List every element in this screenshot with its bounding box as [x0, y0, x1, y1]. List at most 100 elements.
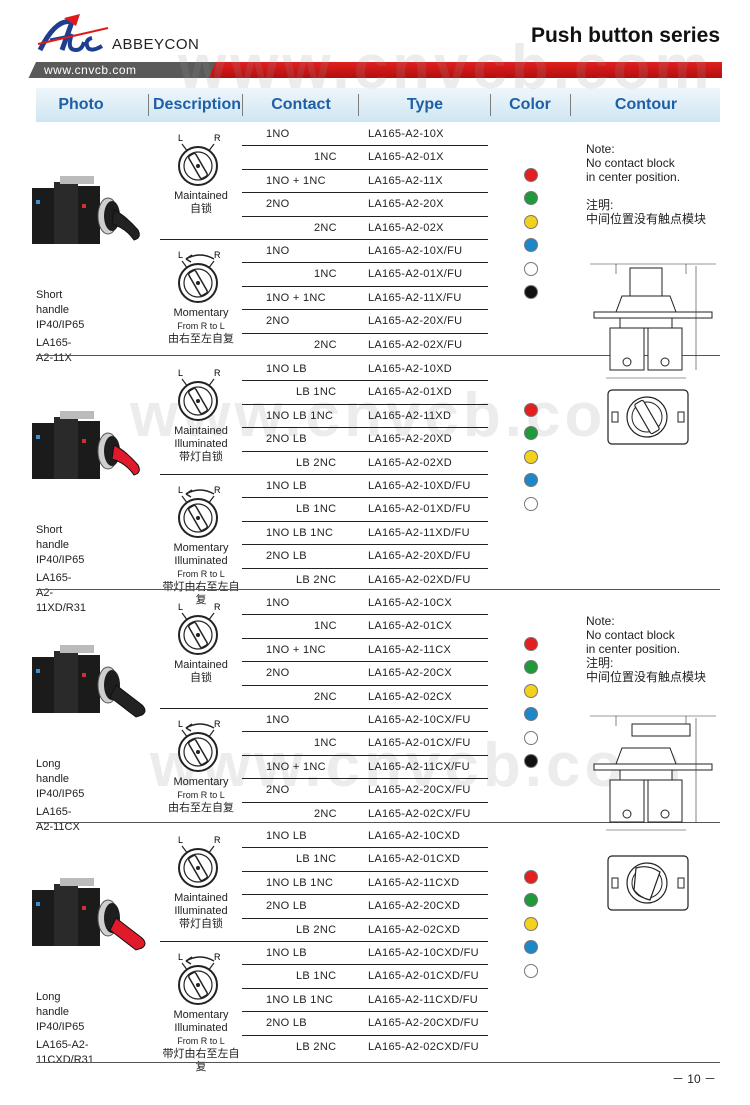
symbol-left-label: L [178, 133, 183, 143]
note-line: 中间位置没有触点模块 [586, 212, 707, 226]
contact-config: 2NO [266, 667, 290, 680]
description-line: 带灯自锁 [179, 918, 223, 930]
type-code: LA165-A2-20XD/FU [368, 550, 471, 563]
description-line: 带灯由右至左自复 [162, 581, 240, 606]
symbol-right-label: R [214, 602, 221, 612]
description-line: Illuminated [174, 905, 228, 917]
type-code: LA165-A2-02XD [368, 456, 453, 469]
type-code: LA165-A2-20X/FU [368, 315, 463, 328]
symbol-left-label: L [178, 250, 183, 260]
color-option-dot [524, 168, 538, 182]
color-option-dot [524, 754, 538, 768]
type-code: LA165-A2-01XD/FU [368, 503, 471, 516]
color-option-dot [524, 637, 538, 651]
table-bottom-line [36, 1062, 720, 1063]
caption-line: LA165-A2-11CX [36, 806, 80, 833]
contact-config: 1NO LB [266, 830, 307, 842]
color-option-dot [524, 916, 538, 931]
note-line: in center position. [586, 170, 681, 184]
contact-config: 1NC [314, 620, 337, 633]
type-code: LA165-A2-20X [368, 198, 444, 211]
type-code: LA165-A2-02XD/FU [368, 573, 471, 586]
description-line: 带灯自锁 [179, 451, 223, 463]
col-separator [490, 94, 491, 116]
contact-config: 1NO + 1NC [266, 174, 326, 187]
color-option-dot [524, 449, 538, 464]
note-line [586, 184, 706, 198]
contact-config: LB 1NC [296, 386, 337, 399]
type-code: LA165-A2-02CXD [368, 923, 461, 936]
description-line: 自锁 [190, 672, 212, 684]
description-line: Maintained [174, 190, 228, 202]
note-line: 注明: [586, 656, 614, 670]
contact-config: 1NO [266, 714, 290, 726]
row-divider [242, 917, 488, 919]
contact-config: 2NO LB [266, 550, 307, 563]
description-line: From R to L [177, 569, 225, 579]
symbol-right-label: R [214, 133, 221, 143]
type-code: LA165-A2-02CX/FU [368, 807, 471, 820]
type-code: LA165-A2-11XD [368, 409, 452, 422]
symbol-left-label: L [178, 485, 183, 495]
caption-line: Long handle [36, 758, 70, 785]
symbol-left-label: L [178, 368, 183, 378]
contact-config: 2NO [266, 198, 290, 211]
description-line: Illuminated [174, 555, 228, 567]
section-divider [36, 589, 720, 590]
row-divider [242, 1034, 488, 1036]
description-line: Momentary [173, 542, 229, 554]
type-code: LA165-A2-11CX/FU [368, 760, 470, 773]
contact-config: 1NC [314, 268, 337, 281]
side-view-drawing-icon [586, 714, 720, 840]
row-divider [242, 380, 488, 382]
color-option-dot [524, 261, 538, 276]
contact-config: LB 1NC [296, 853, 337, 866]
color-option-dot [524, 870, 538, 884]
type-code: LA165-A2-01XD [368, 386, 453, 399]
type-code: LA165-A2-20CXD/FU [368, 1017, 479, 1030]
contact-config: 2NO [266, 315, 290, 328]
website-url[interactable]: www.cnvcb.com [44, 63, 137, 77]
description-line: 由右至左自复 [168, 333, 234, 345]
type-code: LA165-A2-10XD/FU [368, 480, 471, 492]
section-divider [36, 822, 720, 823]
row-divider [242, 567, 488, 569]
type-code: LA165-A2-20CX/FU [368, 784, 471, 797]
row-divider [242, 637, 488, 639]
contact-config: LB 2NC [296, 923, 337, 936]
series-title: Push button series [530, 24, 720, 47]
top-view-drawing-icon [606, 854, 690, 912]
col-description: Description [152, 96, 241, 113]
color-option-dot [524, 683, 538, 698]
contact-config: 2NO LB [266, 1017, 307, 1030]
note-line: 中间位置没有触点模块 [586, 670, 707, 684]
contact-config: 1NC [314, 737, 337, 750]
note-line: Note: [586, 142, 615, 156]
type-code: LA165-A2-10XD [368, 363, 453, 375]
note-line: in center position. [586, 642, 681, 656]
note-line: Note: [586, 614, 615, 628]
col-contact: Contact [271, 96, 331, 113]
symbol-right-label: R [214, 485, 221, 495]
contact-config: 1NC [314, 151, 337, 164]
row-divider [242, 1011, 488, 1013]
type-code: LA165-A2-20CX [368, 667, 453, 680]
row-divider [242, 215, 488, 217]
row-divider [242, 987, 488, 989]
type-code: LA165-A2-01CXD/FU [368, 970, 479, 983]
description-line: Maintained [174, 892, 228, 904]
description-line: Illuminated [174, 1022, 228, 1034]
row-divider [242, 168, 488, 170]
contact-config: 1NO [266, 128, 290, 140]
row-divider [242, 192, 488, 194]
description-line: Maintained [174, 425, 228, 437]
description-line: Momentary [173, 776, 229, 788]
